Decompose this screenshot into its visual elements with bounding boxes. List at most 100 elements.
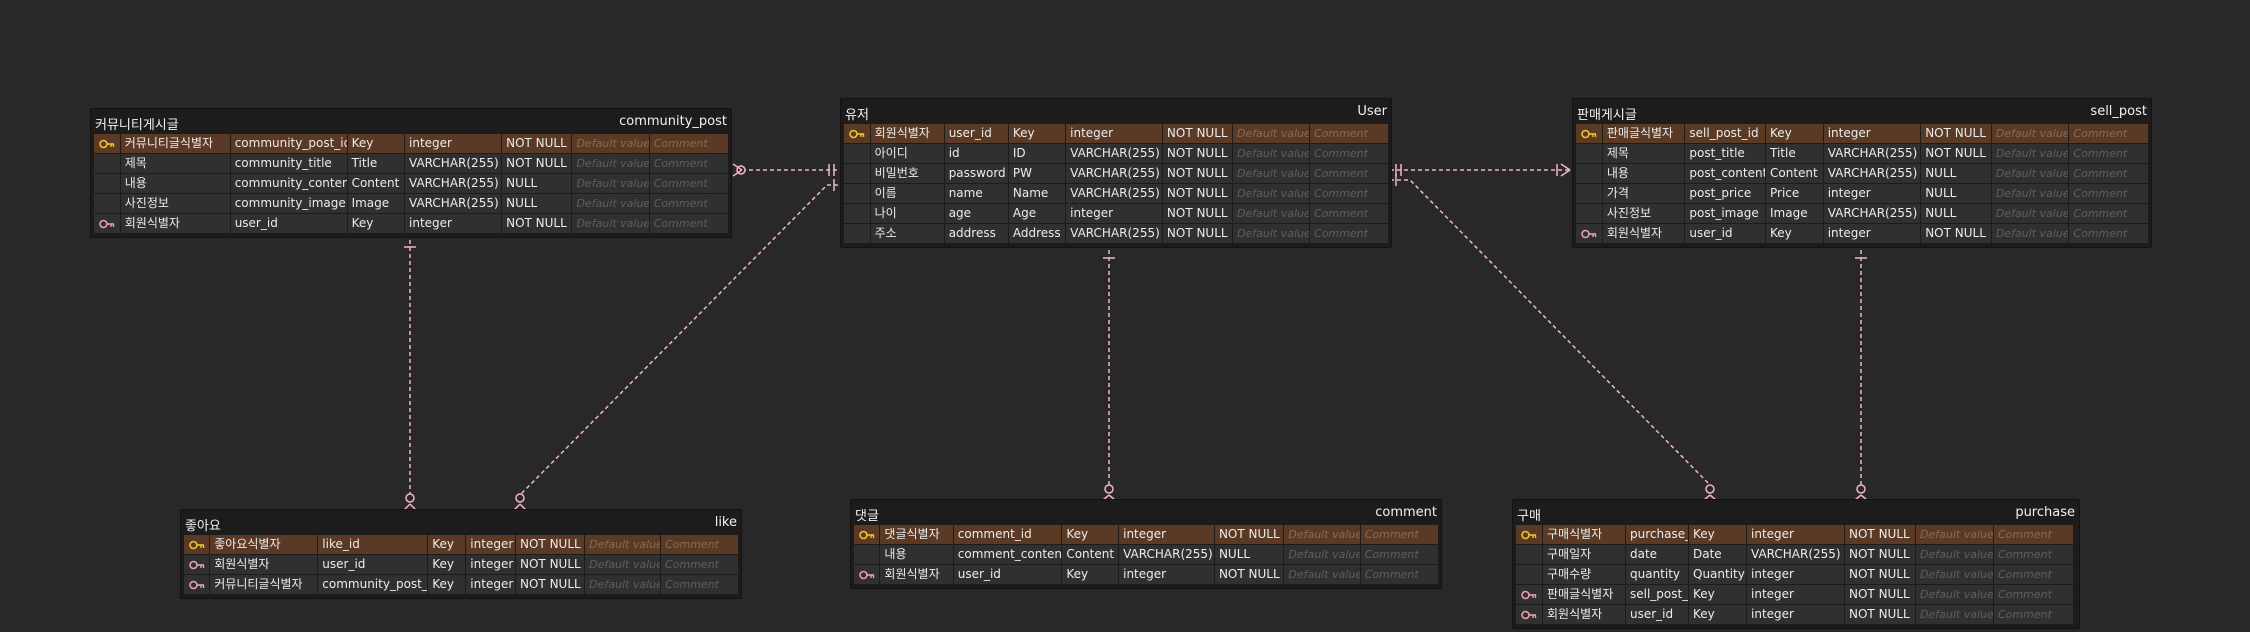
default-value-field[interactable]: Default value bbox=[1233, 184, 1310, 203]
default-value-field[interactable]: Default value bbox=[1991, 204, 2069, 223]
default-value-field[interactable]: Default value bbox=[1233, 224, 1310, 243]
default-value-field[interactable]: Default value bbox=[1284, 525, 1360, 544]
relationship-community-post-like[interactable] bbox=[403, 240, 417, 511]
default-value-field[interactable]: Default value bbox=[1284, 545, 1360, 564]
default-value-field[interactable]: Default value bbox=[1991, 144, 2069, 163]
comment-field[interactable]: Comment bbox=[2069, 164, 2148, 183]
default-value-field[interactable]: Default value bbox=[1991, 124, 2069, 143]
comment-field[interactable]: Comment bbox=[1310, 164, 1388, 183]
comment-field[interactable]: Comment bbox=[1310, 124, 1388, 143]
comment-field[interactable]: Comment bbox=[1994, 565, 2073, 584]
relationship-user-community-post[interactable] bbox=[732, 163, 838, 177]
comment-field[interactable]: Comment bbox=[649, 154, 728, 173]
comment-field[interactable]: Comment bbox=[1360, 565, 1438, 584]
relationship-user-comment[interactable] bbox=[1102, 250, 1116, 501]
relationship-user-sell-post[interactable] bbox=[1390, 163, 1571, 177]
comment-field[interactable]: Comment bbox=[649, 194, 728, 213]
comment-field[interactable]: Comment bbox=[1994, 585, 2073, 604]
default-value-field[interactable]: Default value bbox=[572, 174, 649, 193]
default-value-field[interactable]: Default value bbox=[1991, 184, 2069, 203]
default-value-field[interactable]: Default value bbox=[585, 575, 661, 594]
comment-field[interactable]: Comment bbox=[2069, 184, 2148, 203]
default-value-field[interactable]: Default value bbox=[585, 555, 661, 574]
comment-field[interactable]: Comment bbox=[2069, 204, 2148, 223]
comment-field[interactable]: Comment bbox=[661, 575, 738, 594]
default-value-field[interactable]: Default value bbox=[1916, 565, 1993, 584]
default-value-field[interactable]: Default value bbox=[1916, 585, 1993, 604]
default-value-field[interactable]: Default value bbox=[572, 134, 649, 153]
comment-field[interactable]: Comment bbox=[1310, 184, 1388, 203]
default-value-field[interactable]: Default value bbox=[1233, 204, 1310, 223]
default-value-field[interactable]: Default value bbox=[572, 214, 649, 233]
default-value-field[interactable]: Default value bbox=[1991, 164, 2069, 183]
default-value-field[interactable]: Default value bbox=[1916, 545, 1993, 564]
default-value-field[interactable]: Default value bbox=[572, 194, 649, 213]
default-value-field[interactable]: Default value bbox=[585, 535, 661, 554]
comment-field[interactable]: Comment bbox=[1310, 144, 1388, 163]
comment-field[interactable]: Comment bbox=[2069, 144, 2148, 163]
default-value-field[interactable]: Default value bbox=[1991, 224, 2069, 243]
table-purchase[interactable]: 구매purchase구매식별자purchase_idKeyintegerNOT … bbox=[1512, 499, 2080, 629]
comment-field[interactable]: Comment bbox=[649, 174, 728, 193]
comment-field[interactable]: Comment bbox=[1310, 204, 1388, 223]
comment-field[interactable]: Comment bbox=[1994, 605, 2073, 624]
comment-field[interactable]: Comment bbox=[649, 214, 728, 233]
comment-field[interactable]: Comment bbox=[1994, 545, 2073, 564]
comment-field[interactable]: Comment bbox=[661, 535, 738, 554]
default-value-field[interactable]: Default value bbox=[1284, 565, 1360, 584]
comment-field[interactable]: Comment bbox=[1310, 224, 1388, 243]
comment-field[interactable]: Comment bbox=[661, 555, 738, 574]
default-value-field[interactable]: Default value bbox=[1916, 605, 1993, 624]
default-value-field[interactable]: Default value bbox=[1233, 164, 1310, 183]
comment-field[interactable]: Comment bbox=[649, 134, 728, 153]
comment-field[interactable]: Comment bbox=[1360, 545, 1438, 564]
comment-field[interactable]: Comment bbox=[2069, 224, 2148, 243]
comment-field[interactable]: Comment bbox=[1994, 525, 2073, 544]
comment-field[interactable]: Comment bbox=[1360, 525, 1438, 544]
relationship-sell-post-purchase[interactable] bbox=[1854, 250, 1868, 501]
default-value-field[interactable]: Default value bbox=[572, 154, 649, 173]
default-value-field[interactable]: Default value bbox=[1233, 124, 1310, 143]
comment-field[interactable]: Comment bbox=[2069, 124, 2148, 143]
default-value-field[interactable]: Default value bbox=[1233, 144, 1310, 163]
